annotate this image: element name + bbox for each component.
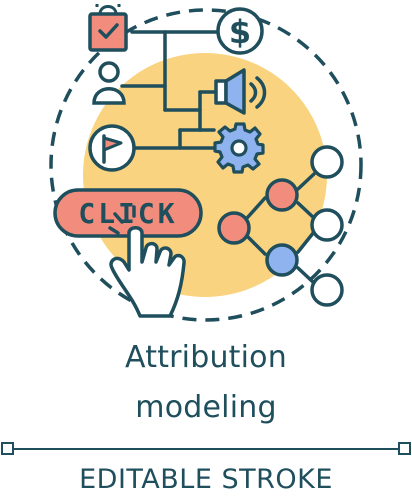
node-mid-top <box>265 178 299 212</box>
node-leaf-1 <box>310 145 344 179</box>
connector-lines <box>120 30 220 150</box>
footer-label: EDITABLE STROKE <box>79 464 333 495</box>
click-button-label: CLICK <box>78 197 177 230</box>
hand-pointer-icon <box>108 205 186 318</box>
gear-icon <box>213 122 265 174</box>
node-mid-bottom <box>265 243 299 277</box>
node-leaf-3 <box>310 273 344 307</box>
title-line-2: modeling <box>135 390 277 425</box>
user-icon <box>92 61 126 105</box>
dollar-sign: $ <box>229 13 251 51</box>
dollar-coin-icon: $ <box>216 7 264 55</box>
footer-divider <box>1 442 411 455</box>
dashed-ring <box>49 8 363 322</box>
shopping-bag-icon <box>88 4 128 52</box>
node-root <box>217 211 251 245</box>
title-line-1: Attribution <box>125 340 287 375</box>
node-leaf-2 <box>310 208 344 242</box>
flag-icon <box>88 124 136 172</box>
attribution-node-network <box>217 145 344 307</box>
speaker-icon <box>214 68 267 115</box>
click-button: CLICK <box>53 188 203 238</box>
